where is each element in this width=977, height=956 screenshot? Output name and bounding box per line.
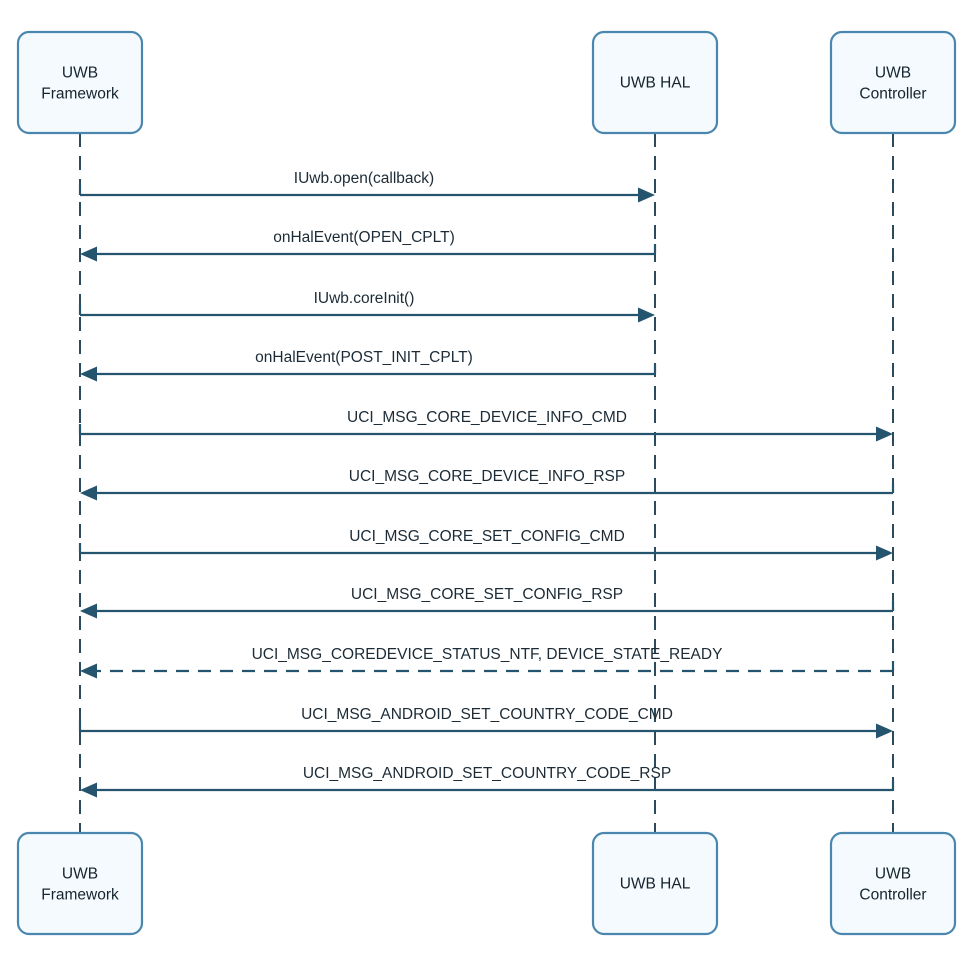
message-2[interactable]: IUwb.coreInit() — [78, 290, 655, 323]
participant-box-framework-top[interactable]: UWB Framework — [16, 30, 144, 135]
participant-label-line1: UWB HAL — [620, 75, 691, 92]
participant-label-line2: Framework — [41, 86, 119, 103]
message-label: IUwb.open(callback) — [294, 170, 434, 187]
message-9[interactable]: UCI_MSG_ANDROID_SET_COUNTRY_CODE_CMD — [78, 706, 893, 739]
message-10[interactable]: UCI_MSG_ANDROID_SET_COUNTRY_CODE_RSP — [80, 765, 895, 798]
messages-layer: IUwb.open(callback) onHalEvent(OPEN_CPLT)… — [78, 170, 895, 798]
message-8[interactable]: UCI_MSG_COREDEVICE_STATUS_NTF, DEVICE_ST… — [80, 646, 895, 679]
message-arrowhead — [80, 782, 97, 798]
participant-label-line2: Controller — [859, 887, 926, 904]
participant-box-shape — [591, 30, 719, 135]
message-arrowhead — [80, 663, 97, 679]
participant-label-line2: Framework — [41, 887, 119, 904]
message-arrowhead — [80, 485, 97, 501]
message-arrowhead — [80, 366, 97, 382]
message-label: UCI_MSG_COREDEVICE_STATUS_NTF, DEVICE_ST… — [252, 646, 723, 663]
message-5[interactable]: UCI_MSG_CORE_DEVICE_INFO_RSP — [80, 468, 895, 501]
participant-label-line1: UWB — [62, 65, 98, 82]
message-label: UCI_MSG_CORE_SET_CONFIG_CMD — [349, 528, 625, 545]
message-3[interactable]: onHalEvent(POST_INIT_CPLT) — [80, 349, 657, 382]
message-arrowhead — [80, 246, 97, 262]
participant-box-shape — [16, 30, 144, 135]
participant-box-controller-bottom[interactable]: UWB Controller — [829, 831, 957, 936]
participant-label-line2: Controller — [859, 86, 926, 103]
message-label: IUwb.coreInit() — [314, 290, 415, 307]
participant-box-controller-top[interactable]: UWB Controller — [829, 30, 957, 135]
participant-box-shape — [829, 831, 957, 936]
participant-box-shape — [829, 30, 957, 135]
message-label: UCI_MSG_CORE_SET_CONFIG_RSP — [351, 586, 623, 603]
message-arrowhead — [638, 307, 655, 323]
message-0[interactable]: IUwb.open(callback) — [78, 170, 655, 203]
message-1[interactable]: onHalEvent(OPEN_CPLT) — [80, 229, 657, 262]
message-arrowhead — [876, 545, 893, 561]
message-label: UCI_MSG_ANDROID_SET_COUNTRY_CODE_CMD — [301, 706, 673, 723]
participant-label-line1: UWB — [875, 65, 911, 82]
participant-box-framework-bottom[interactable]: UWB Framework — [16, 831, 144, 936]
message-arrowhead — [876, 426, 893, 442]
message-6[interactable]: UCI_MSG_CORE_SET_CONFIG_CMD — [78, 528, 893, 561]
participant-box-hal-bottom[interactable]: UWB HAL — [591, 831, 719, 936]
participant-box-shape — [16, 831, 144, 936]
message-label: UCI_MSG_CORE_DEVICE_INFO_CMD — [347, 409, 627, 426]
message-arrowhead — [80, 603, 97, 619]
message-label: onHalEvent(POST_INIT_CPLT) — [255, 349, 473, 366]
participant-box-shape — [591, 831, 719, 936]
message-arrowhead — [638, 187, 655, 203]
participant-box-hal-top[interactable]: UWB HAL — [591, 30, 719, 135]
message-arrowhead — [876, 723, 893, 739]
message-label: onHalEvent(OPEN_CPLT) — [273, 229, 454, 246]
participant-label-line1: UWB HAL — [620, 876, 691, 893]
message-4[interactable]: UCI_MSG_CORE_DEVICE_INFO_CMD — [78, 409, 893, 442]
participant-label-line1: UWB — [875, 866, 911, 883]
message-label: UCI_MSG_ANDROID_SET_COUNTRY_CODE_RSP — [303, 765, 671, 782]
message-label: UCI_MSG_CORE_DEVICE_INFO_RSP — [349, 468, 626, 485]
participant-label-line1: UWB — [62, 866, 98, 883]
message-7[interactable]: UCI_MSG_CORE_SET_CONFIG_RSP — [80, 586, 895, 619]
